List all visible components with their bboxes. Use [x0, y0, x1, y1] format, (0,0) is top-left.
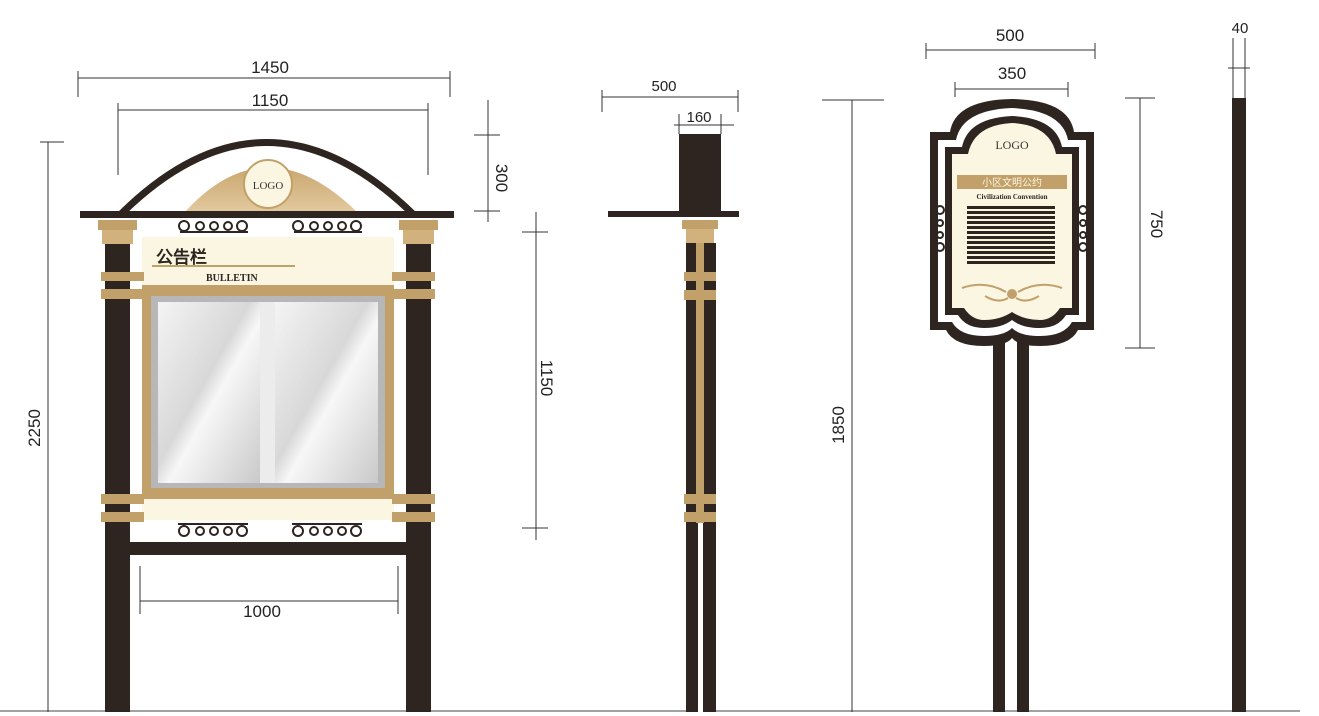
- dim-label-1850: 1850: [829, 406, 848, 444]
- dim-label-300: 300: [492, 164, 511, 192]
- top-scroll-ornament-right: [292, 220, 362, 233]
- side-top-cap: [608, 211, 739, 217]
- left-band-2: [101, 289, 144, 299]
- side-band-3: [684, 494, 716, 504]
- bulletin-dimensions: 1450 1150 300 2250 1150 1000: [25, 58, 556, 712]
- sign-side-scroll-left: [935, 205, 945, 252]
- bulletin-board-side: [608, 134, 739, 712]
- glass-divider: [260, 302, 275, 483]
- bulletin-title-cn: 公告栏: [156, 247, 207, 267]
- right-post-capital: [399, 220, 438, 230]
- bulletin-top-cap: [80, 211, 454, 218]
- top-scroll-ornament-left: [178, 220, 248, 233]
- dim-label-40: 40: [1232, 20, 1249, 37]
- dim-label-160: 160: [686, 109, 711, 126]
- dim-label-500-side: 500: [651, 78, 676, 95]
- side-band-2: [684, 290, 716, 300]
- bulletin-board-front: LOGO 公告栏 BULLETIN: [80, 139, 454, 712]
- side-board-edge: [696, 243, 704, 523]
- sign-right-post: [1017, 320, 1029, 712]
- bulletin-logo-circle: [243, 159, 293, 209]
- dim-label-1150-top: 1150: [252, 91, 289, 110]
- left-band-3: [101, 494, 144, 504]
- sign-title-bar: [957, 175, 1067, 189]
- sign-title-en: Civilization Convention: [977, 193, 1048, 201]
- sign-left-post: [993, 320, 1005, 712]
- sign-title-cn: 小区文明公约: [982, 176, 1042, 189]
- left-post-capital: [98, 220, 137, 230]
- side-band-4: [684, 512, 716, 522]
- right-band-3: [392, 494, 435, 504]
- bulletin-title-en: BULLETIN: [206, 273, 258, 284]
- left-band-1: [101, 272, 144, 281]
- side-dimensions: 500 160: [601, 78, 739, 134]
- bulletin-left-post: [105, 232, 130, 712]
- sign-logo-text: LOGO: [995, 138, 1029, 152]
- sign-gold-ornament: [961, 283, 1063, 302]
- sign-text-lines: [967, 206, 1055, 264]
- bottom-scroll-ornament-right: [292, 523, 362, 537]
- sign-side-scroll-right: [1078, 205, 1088, 252]
- civilization-sign-front: LOGO 小区文明公约 Civilization Convention: [930, 99, 1094, 712]
- sign-dimensions: 500 350 750 1850: [822, 26, 1166, 712]
- side-capital-neck: [686, 229, 714, 243]
- sign-side-dimensions: 40: [1228, 20, 1250, 98]
- side-capital: [682, 220, 718, 229]
- bulletin-right-post: [406, 232, 431, 712]
- sign-side-profile: [1232, 98, 1246, 712]
- bulletin-crossbar: [130, 542, 406, 555]
- dim-label-500-sign: 500: [996, 26, 1024, 45]
- right-band-1: [392, 272, 435, 281]
- bulletin-arch: [117, 139, 417, 218]
- right-band-4: [392, 512, 435, 522]
- side-post-gap: [698, 523, 703, 712]
- dim-label-750: 750: [1147, 210, 1166, 238]
- bottom-scroll-ornament-left: [178, 523, 248, 537]
- right-band-2: [392, 289, 435, 299]
- dim-label-2250: 2250: [25, 409, 44, 447]
- side-head-block: [679, 134, 721, 212]
- dim-label-1000: 1000: [243, 602, 281, 621]
- glass-pane-left: [158, 302, 260, 483]
- glass-pane-right: [275, 302, 378, 483]
- left-band-4: [101, 512, 144, 522]
- right-post-capital-neck: [403, 230, 434, 244]
- dim-label-350: 350: [998, 64, 1026, 83]
- civilization-sign-side: [1232, 98, 1246, 712]
- bulletin-logo-text: LOGO: [253, 180, 284, 192]
- dim-label-1450: 1450: [251, 58, 289, 77]
- side-band-1: [684, 272, 716, 281]
- left-post-capital-neck: [102, 230, 133, 244]
- dim-label-1150-vertical: 1150: [537, 360, 556, 397]
